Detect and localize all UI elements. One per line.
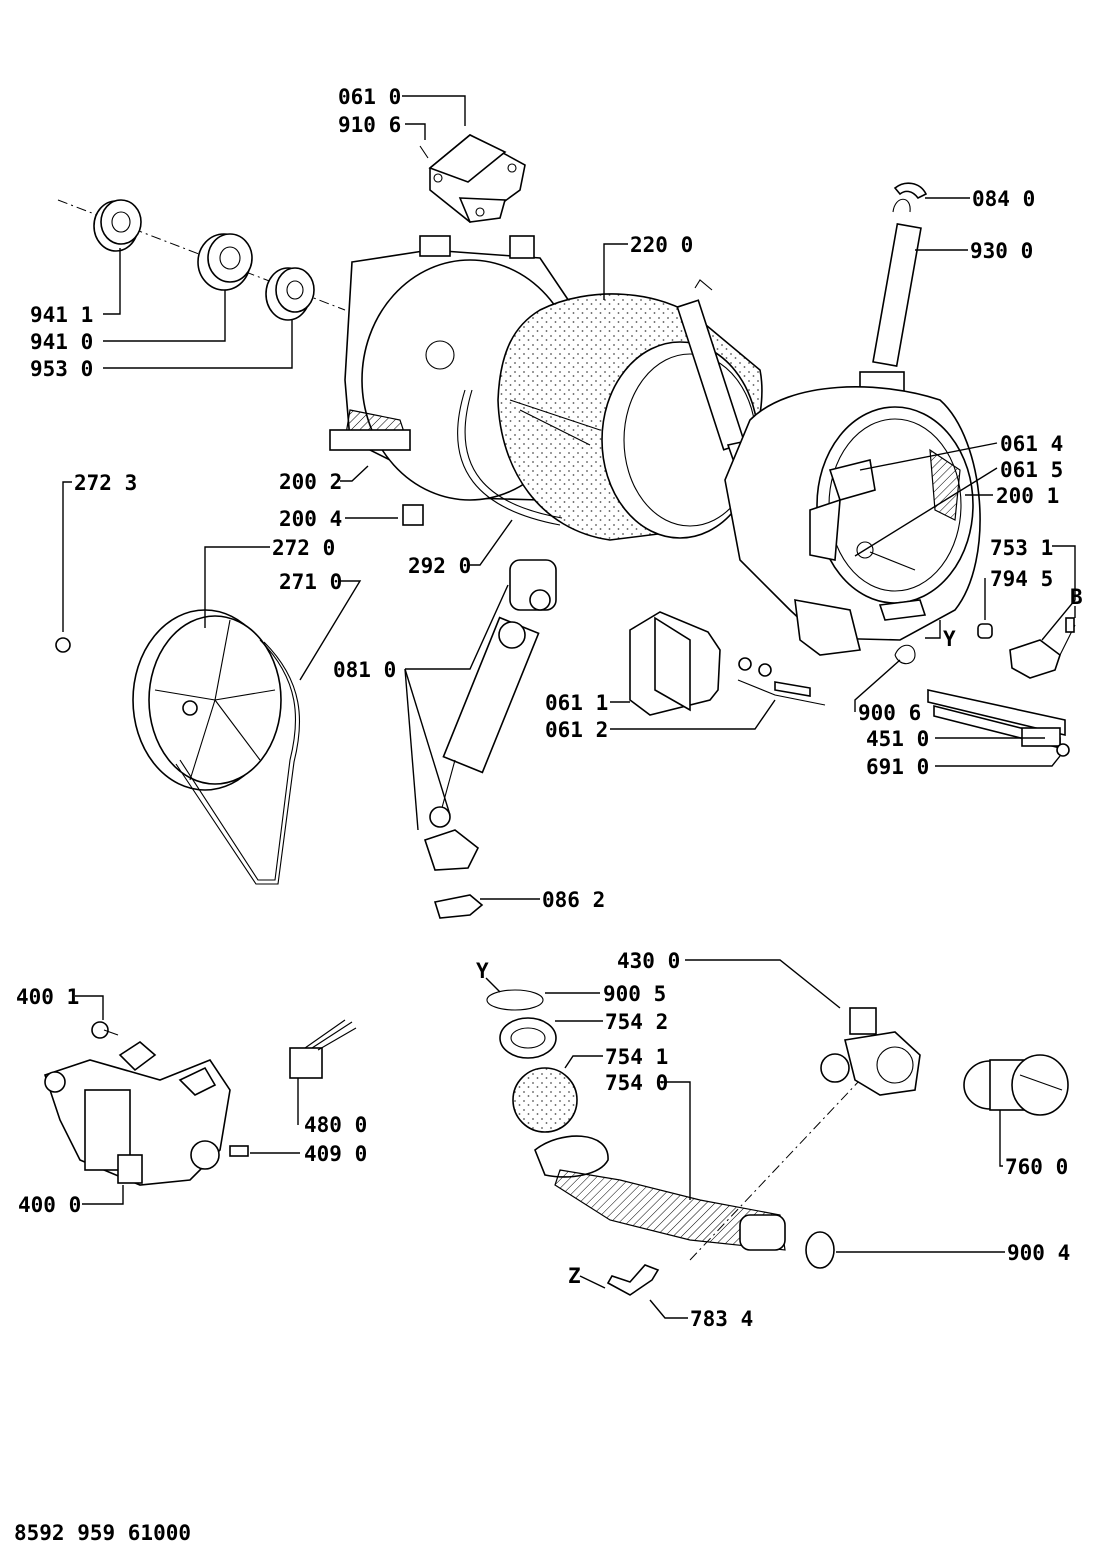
callout-794-5: 794 5 bbox=[990, 567, 1053, 591]
callout-272-0: 272 0 bbox=[272, 536, 335, 560]
callout-400-1: 400 1 bbox=[16, 985, 79, 1009]
callout-labels: 061 0 910 6 084 0 220 0 930 0 941 1 941 … bbox=[16, 85, 1083, 1331]
pulley-part bbox=[132, 609, 282, 791]
bearing-941-1 bbox=[93, 199, 142, 252]
document-code: 8592 959 61000 bbox=[14, 1521, 191, 1545]
callout-754-0: 754 0 bbox=[605, 1071, 668, 1095]
callout-z: Z bbox=[568, 1264, 581, 1288]
callout-691-0: 691 0 bbox=[866, 755, 929, 779]
callout-b: B bbox=[1070, 585, 1083, 609]
callout-409-0: 409 0 bbox=[304, 1142, 367, 1166]
callout-900-5: 900 5 bbox=[603, 982, 666, 1006]
callout-271-0: 271 0 bbox=[279, 570, 342, 594]
bearing-941-0 bbox=[197, 233, 253, 291]
callout-953-0: 953 0 bbox=[30, 357, 93, 381]
shock-mount-part bbox=[433, 894, 484, 919]
leader-lines bbox=[62, 95, 1076, 1319]
brush-part bbox=[229, 1145, 249, 1157]
callout-220-0: 220 0 bbox=[630, 233, 693, 257]
callout-061-0: 061 0 bbox=[338, 85, 401, 109]
callout-086-2: 086 2 bbox=[542, 888, 605, 912]
callout-754-2: 754 2 bbox=[605, 1010, 668, 1034]
callout-061-4: 061 4 bbox=[1000, 432, 1063, 456]
spring-right bbox=[859, 198, 922, 403]
plug-part bbox=[977, 623, 993, 639]
shock-absorber-part bbox=[423, 559, 557, 871]
callout-400-0: 400 0 bbox=[18, 1193, 81, 1217]
callout-y-front: Y bbox=[943, 627, 956, 651]
callout-480-0: 480 0 bbox=[304, 1113, 367, 1137]
callout-930-0: 930 0 bbox=[970, 239, 1033, 263]
callout-754-1: 754 1 bbox=[605, 1045, 668, 1069]
washers-bolt-part bbox=[737, 657, 826, 706]
callout-200-1: 200 1 bbox=[996, 484, 1059, 508]
callout-200-2: 200 2 bbox=[279, 470, 342, 494]
callout-061-1: 061 1 bbox=[545, 691, 608, 715]
callout-910-6: 910 6 bbox=[338, 113, 401, 137]
counterweight-part bbox=[629, 611, 721, 716]
callout-061-2: 061 2 bbox=[545, 718, 608, 742]
connector-part bbox=[289, 1019, 357, 1079]
callout-900-4: 900 4 bbox=[1007, 1241, 1070, 1265]
filter-part bbox=[963, 1054, 1069, 1116]
motor-part bbox=[43, 1021, 231, 1186]
callout-272-3: 272 3 bbox=[74, 471, 137, 495]
clip-part bbox=[402, 504, 424, 526]
front-tub-part bbox=[724, 386, 981, 656]
callout-941-0: 941 0 bbox=[30, 330, 93, 354]
control-box-part bbox=[419, 134, 526, 223]
callout-941-1: 941 1 bbox=[30, 303, 93, 327]
heater-part bbox=[927, 689, 1070, 757]
pulley-nut-part bbox=[55, 637, 71, 653]
thermostat-part bbox=[1009, 617, 1076, 679]
callout-084-0: 084 0 bbox=[972, 187, 1035, 211]
callout-783-4: 783 4 bbox=[690, 1307, 753, 1331]
hose-clamp-part bbox=[805, 1231, 835, 1269]
callout-430-0: 430 0 bbox=[617, 949, 680, 973]
callout-760-0: 760 0 bbox=[1005, 1155, 1068, 1179]
hook-part bbox=[893, 182, 928, 200]
clip-900-6-part bbox=[894, 644, 916, 665]
sump-assembly-part bbox=[486, 989, 786, 1251]
callout-y-sump: Y bbox=[476, 959, 489, 983]
callout-081-0: 081 0 bbox=[333, 658, 396, 682]
callout-900-6: 900 6 bbox=[858, 701, 921, 725]
callout-451-0: 451 0 bbox=[866, 727, 929, 751]
small-hose-part bbox=[606, 1264, 660, 1296]
callout-292-0: 292 0 bbox=[408, 554, 471, 578]
belt-part bbox=[179, 639, 297, 881]
callout-753-1: 753 1 bbox=[990, 536, 1053, 560]
callout-200-4: 200 4 bbox=[279, 507, 342, 531]
callout-061-5: 061 5 bbox=[1000, 458, 1063, 482]
pump-part bbox=[820, 1007, 921, 1096]
bearing-953-0 bbox=[265, 267, 315, 321]
